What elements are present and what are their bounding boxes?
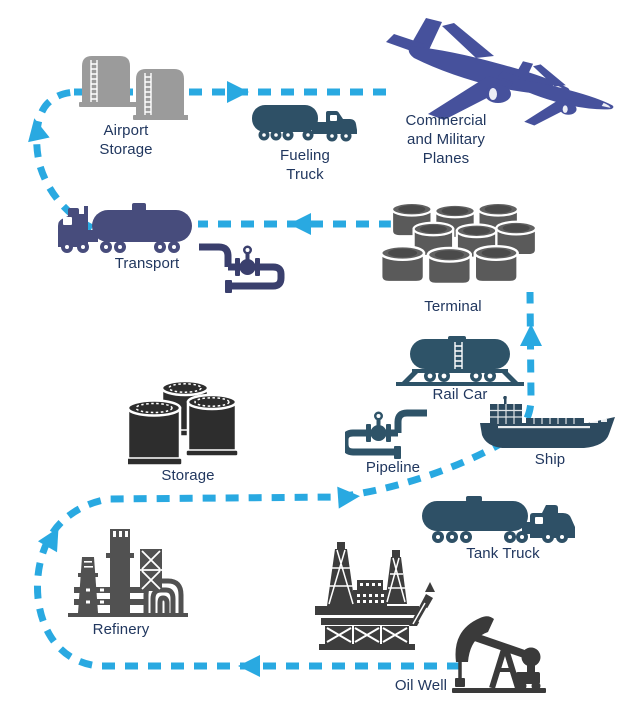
terminal-label: Terminal xyxy=(403,297,503,316)
label-line: Pipeline xyxy=(365,459,421,476)
refinery-label: Refinery xyxy=(71,620,171,639)
label-line: and Military xyxy=(407,131,485,148)
fueling-truck-icon xyxy=(252,98,358,143)
label-line: Terminal xyxy=(424,298,482,315)
label-line: Airport xyxy=(103,122,149,139)
planes-icon xyxy=(372,14,630,148)
rail-car-label: Rail Car xyxy=(410,385,510,404)
storage-label: Storage xyxy=(138,466,238,485)
label-line: Refinery xyxy=(92,621,150,638)
label-line: Truck xyxy=(286,166,324,183)
tank-truck-label: Tank Truck xyxy=(453,544,553,563)
pump-jack-icon xyxy=(448,602,550,694)
storage-tanks-icon xyxy=(125,378,242,472)
oil-rig-icon xyxy=(313,542,435,654)
transport-truck-icon xyxy=(56,198,194,255)
gray-tank-icon xyxy=(79,56,137,107)
fueling-truck-label: Fueling Truck xyxy=(255,146,355,184)
pipeline-label: Pipeline xyxy=(343,458,443,477)
transport-label: Transport xyxy=(97,254,197,273)
label-line: Transport xyxy=(114,255,180,272)
terminal-barrels-icon xyxy=(374,201,538,293)
label-line: Fueling xyxy=(280,147,330,164)
ship-label: Ship xyxy=(500,450,600,469)
gray-tank-icon xyxy=(133,69,191,120)
airport-storage-icon xyxy=(78,53,191,123)
arrowhead-refinery-loop-up xyxy=(37,527,59,553)
airport-storage-label: Airport Storage xyxy=(76,121,176,159)
arrowhead-to-terminal xyxy=(520,324,542,346)
tank-truck-icon xyxy=(422,496,576,544)
arrow-transport-to-airport-storage xyxy=(33,88,94,232)
refinery-icon xyxy=(66,523,194,619)
arrowhead-to-transport-modes xyxy=(337,486,360,509)
label-line: Oil Well xyxy=(394,677,448,694)
label-line: Ship xyxy=(534,451,566,468)
arrowhead-to-planes xyxy=(227,81,249,103)
label-line: Storage xyxy=(161,467,215,484)
ship-icon xyxy=(478,396,618,456)
label-line: Commercial xyxy=(405,112,487,129)
arrowhead-to-refinery xyxy=(238,655,260,677)
rail-car-icon xyxy=(396,336,524,388)
planes-label: Commercial and Military Planes xyxy=(386,111,506,168)
pipeline-icon xyxy=(341,406,433,460)
valve-pipe-icon xyxy=(193,240,287,294)
label-line: Storage xyxy=(99,141,153,158)
arrowhead-to-transport xyxy=(289,213,311,235)
label-line: Rail Car xyxy=(432,386,488,403)
arrowhead-to-airport-storage xyxy=(28,118,50,143)
small-plane-icon xyxy=(497,61,614,126)
oil-well-label: Oil Well xyxy=(371,676,471,695)
label-line: Planes xyxy=(422,150,470,167)
label-line: Tank Truck xyxy=(466,545,540,562)
